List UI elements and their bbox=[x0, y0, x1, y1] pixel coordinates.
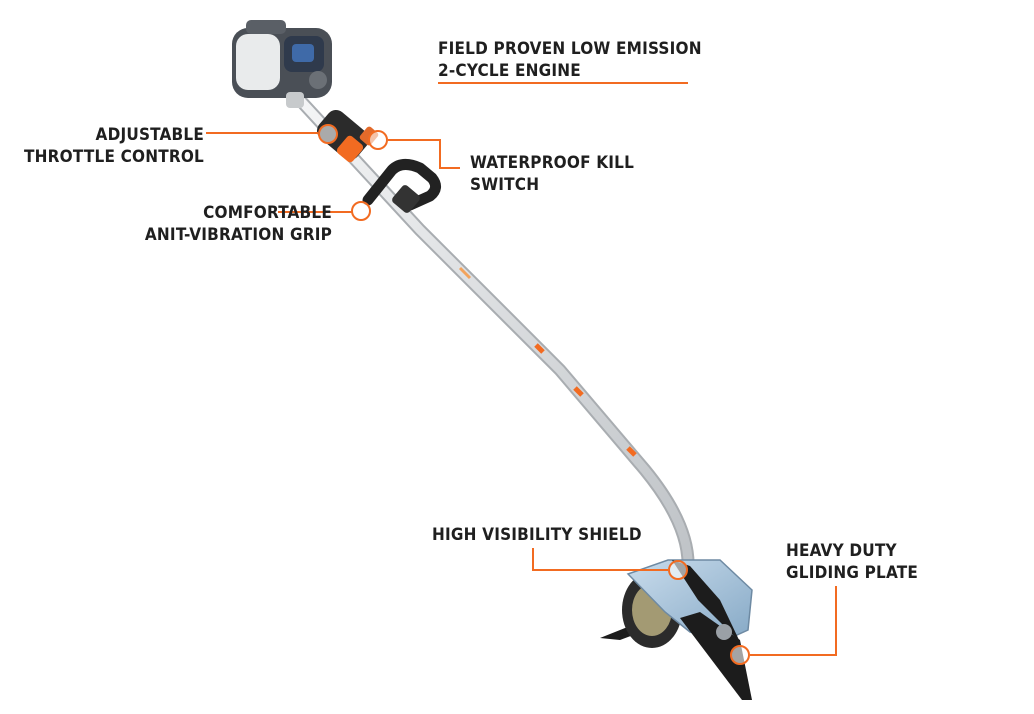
plate-marker bbox=[730, 645, 750, 665]
callout-grip-line1: COMFORTABLE bbox=[203, 203, 332, 223]
callout-engine-line1: FIELD PROVEN LOW EMISSION bbox=[438, 39, 702, 59]
callout-shield-line1: HIGH VISIBILITY SHIELD bbox=[432, 525, 642, 545]
callout-kill-switch: WATERPROOF KILL SWITCH bbox=[470, 152, 634, 196]
callout-leader-lines bbox=[206, 82, 837, 656]
kill-switch-marker bbox=[368, 130, 388, 150]
callout-throttle-line2: THROTTLE CONTROL bbox=[24, 147, 204, 167]
callout-grip: COMFORTABLE ANIT-VIBRATION GRIP bbox=[145, 202, 332, 246]
callout-throttle-line1: ADJUSTABLE bbox=[95, 125, 204, 145]
callout-engine: FIELD PROVEN LOW EMISSION 2-CYCLE ENGINE bbox=[438, 38, 702, 82]
throttle-marker bbox=[318, 124, 338, 144]
loop-handle bbox=[362, 159, 441, 213]
engine-unit bbox=[232, 20, 332, 108]
callout-plate: HEAVY DUTY GLIDING PLATE bbox=[786, 540, 918, 584]
callout-grip-line2: ANIT-VIBRATION GRIP bbox=[144, 225, 332, 245]
edger-shaft bbox=[293, 93, 695, 575]
callout-kill-switch-line2: SWITCH bbox=[470, 175, 540, 195]
callout-kill-switch-line1: WATERPROOF KILL bbox=[470, 153, 635, 173]
callout-shield: HIGH VISIBILITY SHIELD bbox=[432, 524, 642, 546]
callout-throttle: ADJUSTABLE THROTTLE CONTROL bbox=[24, 124, 204, 168]
callout-plate-line2: GLIDING PLATE bbox=[786, 563, 918, 583]
grip-marker bbox=[351, 201, 371, 221]
shield-marker bbox=[668, 560, 688, 580]
callout-engine-line2: 2-CYCLE ENGINE bbox=[438, 61, 581, 81]
callout-plate-line1: HEAVY DUTY bbox=[786, 541, 897, 561]
edger-head bbox=[600, 559, 753, 700]
callout-markers bbox=[318, 124, 750, 665]
